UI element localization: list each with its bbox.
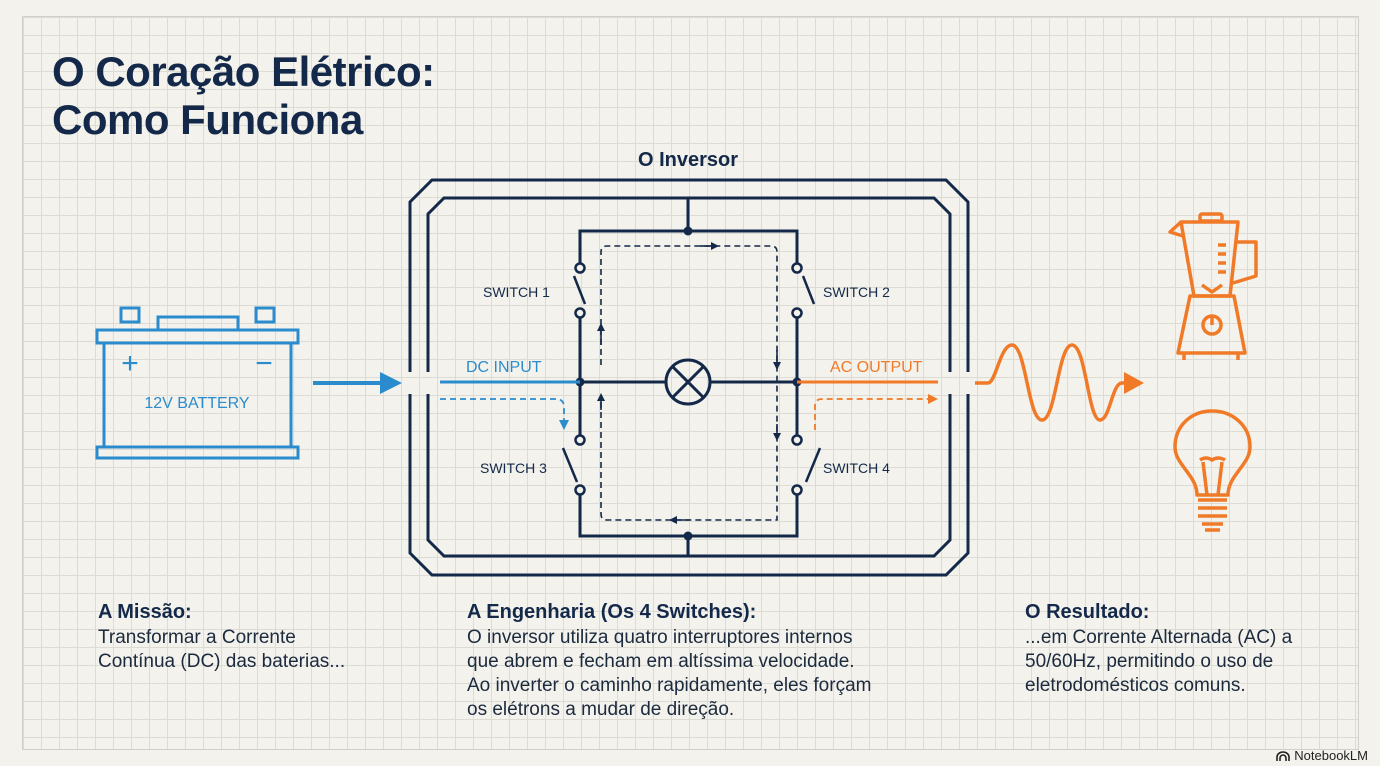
battery-label: 12V BATTERY xyxy=(144,395,250,412)
battery-minus: − xyxy=(255,347,273,380)
section-heading: O Resultado: xyxy=(1025,601,1150,623)
title-line-2: Como Funciona xyxy=(52,96,363,143)
page-title: O Coração Elétrico: Como Funciona xyxy=(52,48,435,144)
notebooklm-branding: NotebookLM xyxy=(1276,748,1368,763)
ac-output-label: AC OUTPUT xyxy=(830,359,923,376)
switch-contacts xyxy=(574,262,803,496)
title-line-1: O Coração Elétrico: xyxy=(52,48,435,95)
blender-icon xyxy=(1168,212,1258,360)
text-line: Ao inverter o caminho rapidamente, eles … xyxy=(467,675,872,696)
text-line: O inversor utiliza quatro interruptores … xyxy=(467,627,853,648)
dc-arrow-head-icon xyxy=(380,372,402,394)
text-line: que abrem e fecham em altíssima velocida… xyxy=(467,651,855,672)
section-engineering: A Engenharia (Os 4 Switches): O inversor… xyxy=(467,600,871,722)
switch-1-label: SWITCH 1 xyxy=(483,284,550,300)
branding-text: NotebookLM xyxy=(1294,748,1368,763)
battery-icon xyxy=(95,306,300,460)
text-line: os elétrons a mudar de direção. xyxy=(467,699,735,720)
battery-plus: + xyxy=(121,347,139,380)
section-text: Transformar a Corrente Contínua (DC) das… xyxy=(98,626,345,674)
section-text: ...em Corrente Alternada (AC) a 50/60Hz,… xyxy=(1025,626,1292,698)
section-result: O Resultado: ...em Corrente Alternada (A… xyxy=(1025,600,1292,698)
section-heading: A Engenharia (Os 4 Switches): xyxy=(467,601,757,623)
text-line: eletrodomésticos comuns. xyxy=(1025,675,1246,696)
ac-arrow-head-icon xyxy=(1124,372,1144,394)
dc-flow-arrow xyxy=(440,398,569,430)
ac-flow-arrow xyxy=(814,394,938,430)
text-line: ...em Corrente Alternada (AC) a xyxy=(1025,627,1293,648)
section-heading: A Missão: xyxy=(98,601,192,623)
text-line: Transformar a Corrente xyxy=(98,627,296,648)
text-line: 50/60Hz, permitindo o uso de xyxy=(1025,651,1274,672)
text-line: Contínua (DC) das baterias... xyxy=(98,651,346,672)
ac-wave-icon xyxy=(975,343,1128,422)
lightbulb-icon xyxy=(1173,409,1252,532)
switch-3-label: SWITCH 3 xyxy=(480,460,547,476)
dc-input-label: DC INPUT xyxy=(466,359,542,376)
inverter-frame xyxy=(408,178,970,577)
switch-2-label: SWITCH 2 xyxy=(823,284,890,300)
section-mission: A Missão: Transformar a Corrente Contínu… xyxy=(98,600,345,674)
switch-4-label: SWITCH 4 xyxy=(823,460,890,476)
inverter-label: O Inversor xyxy=(638,149,738,171)
notebooklm-logo-icon xyxy=(1276,750,1291,761)
section-text: O inversor utiliza quatro interruptores … xyxy=(467,626,871,722)
current-arrows xyxy=(597,242,781,524)
